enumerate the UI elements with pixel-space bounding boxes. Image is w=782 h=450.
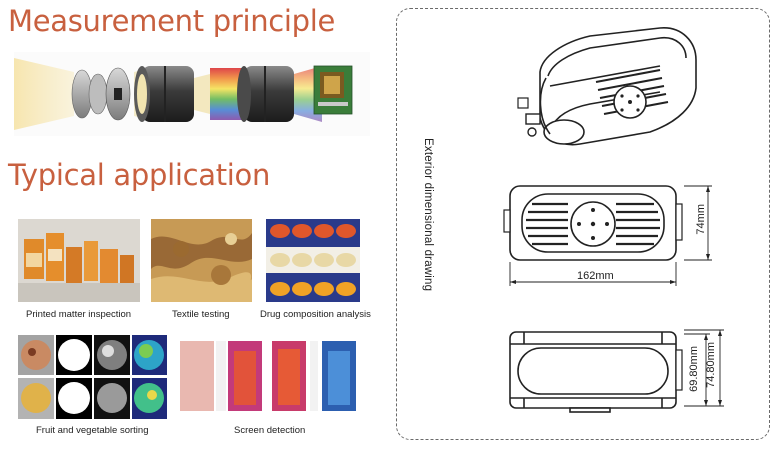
depth-outer-dimension: 74.80mm: [705, 342, 717, 388]
dimensional-drawing-panel: [396, 8, 770, 440]
dimensional-drawing-label: Exterior dimensional drawing: [422, 138, 434, 292]
drug-analysis-image: [266, 219, 360, 302]
camera-top-view-drawing: [503, 185, 712, 286]
depth-inner-dimension: 69.80mm: [688, 346, 700, 392]
fruit-vegetable-image: [18, 335, 167, 419]
typical-application-heading: Typical application: [8, 158, 271, 192]
application-caption: Printed matter inspection: [26, 309, 132, 320]
application-caption: Fruit and vegetable sorting: [36, 425, 149, 436]
textile-image: [151, 219, 252, 302]
height-dimension: 74mm: [695, 204, 707, 235]
application-caption: Textile testing: [172, 309, 230, 320]
measurement-principle-heading: Measurement principle: [8, 4, 336, 38]
screen-detection-image: [178, 335, 358, 419]
application-caption: Screen detection: [234, 425, 306, 436]
application-caption: Drug composition analysis: [260, 309, 371, 320]
camera-side-view-drawing: [509, 329, 724, 413]
camera-perspective-drawing: [517, 27, 697, 146]
length-dimension: 162mm: [577, 270, 614, 282]
measurement-principle-illustration: [14, 52, 370, 136]
printed-matter-image: [18, 219, 140, 302]
